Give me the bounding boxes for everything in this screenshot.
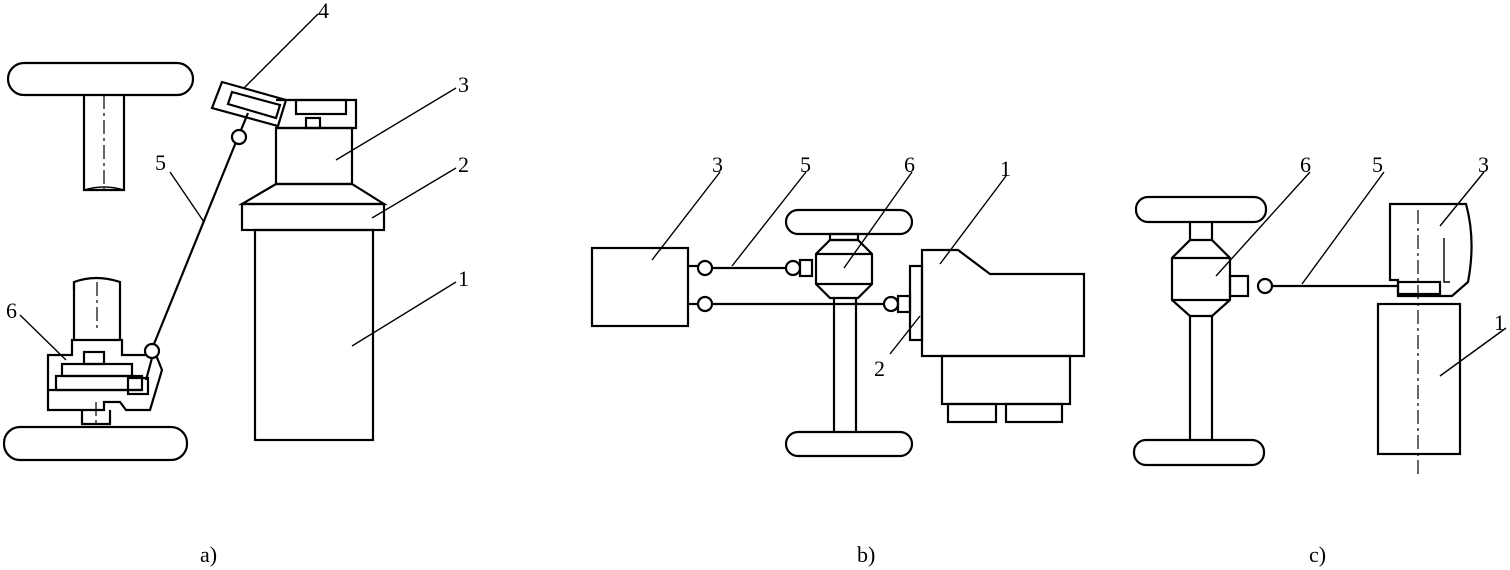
part-2-flange	[240, 202, 386, 232]
panel-a: 4 3 2 5 1 6 a)	[2, 0, 469, 567]
label-4-a: 4	[318, 0, 329, 23]
caption-b: b)	[857, 542, 875, 567]
part-1-body	[253, 228, 375, 442]
part-3-body	[274, 126, 354, 186]
part-2-plate-b	[908, 264, 924, 342]
upper-wheel-c	[1134, 195, 1268, 224]
label-2-b: 2	[874, 356, 885, 381]
upper-wheel-a	[6, 61, 195, 97]
label-1-a: 1	[458, 266, 469, 291]
valve-6-b	[814, 238, 874, 300]
label-3-c: 3	[1478, 152, 1489, 177]
label-5-a: 5	[155, 150, 166, 175]
label-6-a: 6	[6, 298, 17, 323]
panel-c: 6 5 3 1 c)	[1132, 152, 1507, 567]
upper-wheel-b	[784, 208, 914, 236]
caption-a: a)	[200, 542, 217, 567]
joint-upper-a	[230, 128, 248, 146]
label-6-b: 6	[904, 152, 915, 177]
valve-plate	[60, 362, 134, 378]
part-1-unit-b	[920, 248, 1086, 358]
label-5-c: 5	[1372, 152, 1383, 177]
rod-5-a	[152, 141, 238, 345]
lower-wheel-a	[2, 425, 189, 462]
part-1-lower-b	[940, 354, 1072, 406]
caption-c: c)	[1309, 542, 1326, 567]
label-6-c: 6	[1300, 152, 1311, 177]
lever-4	[210, 80, 288, 128]
valve-column-c	[1170, 222, 1232, 440]
part-2-flange-top	[237, 182, 388, 206]
panel-b: 3 5 6 1 2 b)	[590, 152, 1086, 567]
lower-column-a	[72, 276, 122, 340]
label-1-c: 1	[1494, 310, 1505, 335]
label-2-a: 2	[458, 152, 469, 177]
label-3-b: 3	[712, 152, 723, 177]
part-3-box-b	[590, 246, 690, 328]
part-1-c	[1376, 302, 1462, 456]
lower-wheel-b	[784, 430, 914, 458]
label-5-b: 5	[800, 152, 811, 177]
valve-housing-6	[46, 338, 164, 412]
lower-wheel-c	[1132, 438, 1266, 467]
joint-lower-a	[143, 342, 161, 360]
label-1-b: 1	[1000, 156, 1011, 181]
label-3-a: 3	[458, 72, 469, 97]
column-b	[832, 298, 858, 432]
